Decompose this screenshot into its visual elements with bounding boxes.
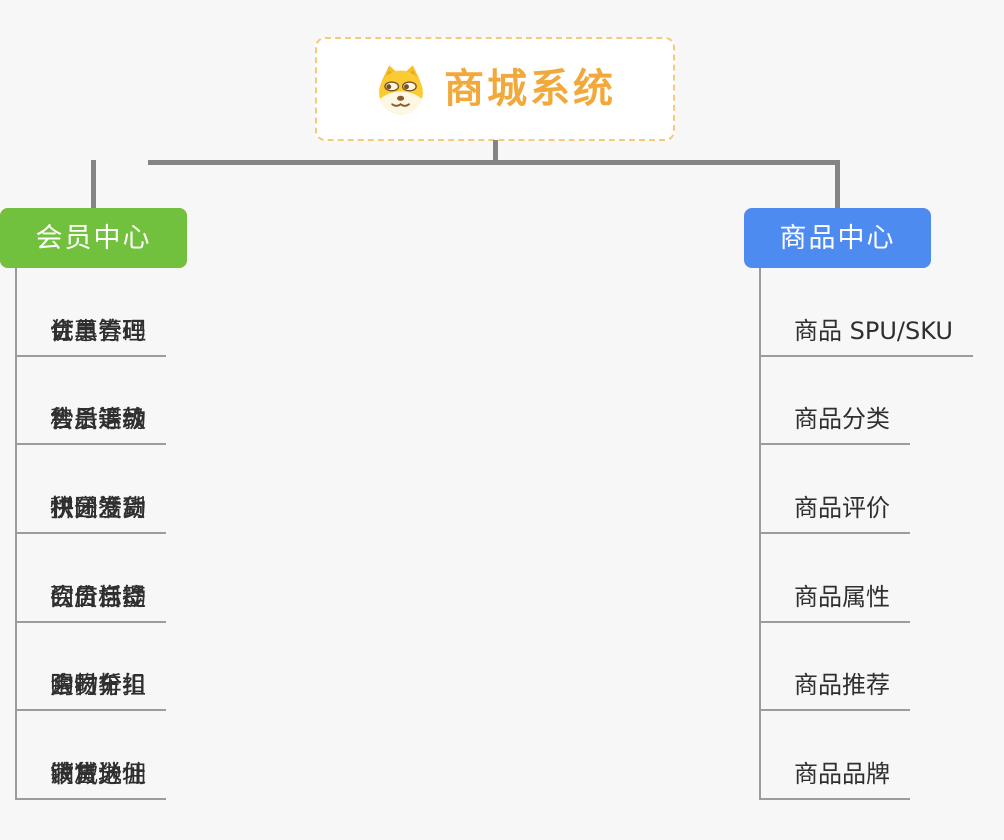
- leaf-node: 商品推荐: [761, 623, 973, 712]
- leaf-node: 会员等级: [17, 357, 166, 446]
- leaf-label[interactable]: 满减送: [17, 754, 142, 801]
- leaf-node: 积分签到: [17, 445, 166, 535]
- leaf-node: 收货地址: [17, 711, 166, 801]
- leaf-label[interactable]: 商品 SPU/SKU: [761, 311, 973, 357]
- connector-root-drop: [493, 140, 498, 164]
- leaf-node: 会员管理: [17, 268, 166, 357]
- leaf-label[interactable]: 门店自提: [17, 577, 166, 623]
- root-title: 商城系统: [444, 66, 616, 112]
- leaf-label[interactable]: 会员标签: [17, 577, 166, 623]
- leaf-label[interactable]: 会员等级: [17, 399, 166, 446]
- branch-children: 商品 SPU/SKU 商品分类 商品评价 商品属性 商品推荐 商品品牌: [759, 268, 973, 801]
- dog-icon: [374, 62, 428, 116]
- leaf-label[interactable]: 积分签到: [17, 488, 166, 535]
- branch-node[interactable]: 商品中心: [744, 208, 931, 268]
- leaf-label[interactable]: 商品品牌: [761, 754, 910, 801]
- leaf-node: 会员分组: [17, 623, 166, 712]
- leaf-label[interactable]: 收货地址: [17, 754, 166, 801]
- leaf-node: 商品分类: [761, 357, 973, 446]
- leaf-node: 商品 SPU/SKU: [761, 268, 973, 357]
- root-node[interactable]: 商城系统: [315, 37, 675, 141]
- leaf-label[interactable]: 商品分类: [761, 399, 910, 446]
- branch-label: 商品中心: [779, 222, 896, 254]
- connector-branch-drop: [835, 160, 840, 210]
- branch-node[interactable]: 会员中心: [0, 208, 187, 268]
- leaf-node: 门店自提: [17, 534, 166, 623]
- leaf-node: 商品品牌: [761, 711, 973, 801]
- leaf-node: 商品属性: [761, 534, 973, 623]
- leaf-label[interactable]: 商品推荐: [761, 665, 910, 712]
- branch-children: 会员管理 会员等级 积分签到 会员标签 会员分组 收货地址: [15, 268, 166, 801]
- leaf-node: 商品评价: [761, 445, 973, 535]
- leaf-node: 会员标签: [17, 534, 166, 623]
- branch-label: 会员中心: [35, 222, 152, 254]
- connector-trunk: [148, 160, 840, 165]
- leaf-label[interactable]: 商品属性: [761, 577, 910, 623]
- leaf-label[interactable]: 会员管理: [17, 311, 166, 357]
- leaf-node: 满减送: [17, 711, 166, 801]
- leaf-label[interactable]: 会员分组: [17, 665, 166, 712]
- leaf-label[interactable]: 商品评价: [761, 488, 910, 535]
- connector-branch-drop: [91, 160, 96, 210]
